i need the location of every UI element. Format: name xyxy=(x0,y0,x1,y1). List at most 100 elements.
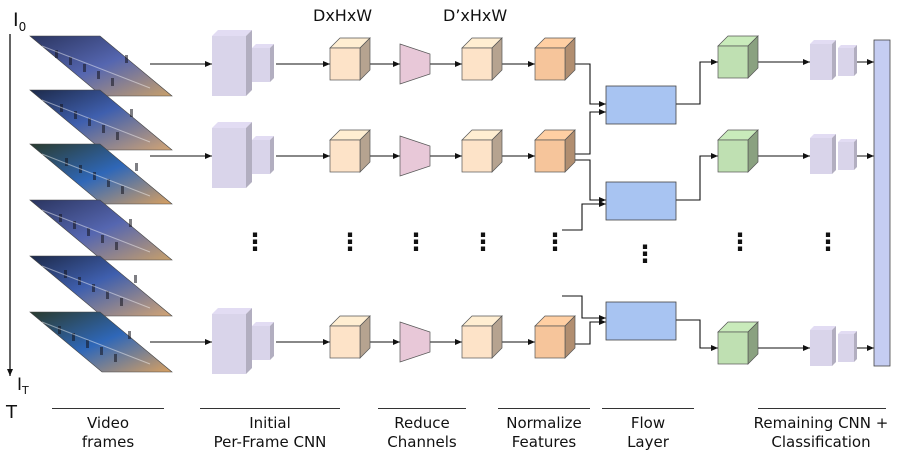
video-frame-image xyxy=(29,311,173,373)
stage-rule-flow xyxy=(602,408,694,409)
remaining-small-cnn-bottom-b-side xyxy=(854,331,857,362)
video-frame-court-line xyxy=(41,45,151,89)
video-frame-image xyxy=(29,143,173,205)
video-frame-player-speck xyxy=(106,291,109,299)
stage-rule-cnn xyxy=(200,408,340,409)
video-frame-player-speck xyxy=(97,71,100,79)
stage-label-line2: Per-Frame CNN xyxy=(213,433,327,451)
video-frame-player-speck xyxy=(64,270,67,278)
video-frame-player-speck xyxy=(79,165,82,173)
reduced-feature-cube-bottom-front xyxy=(461,325,493,359)
header-dim-reduced: D’xHxW xyxy=(443,6,508,25)
remaining-small-cnn-top-a-side xyxy=(832,40,836,80)
stage-label-initial-cnn: Initial Per-Frame CNN xyxy=(192,414,348,452)
remaining-small-cnn-middle-b-top xyxy=(838,139,857,142)
time-end-label: IT xyxy=(17,375,29,397)
stage-label-line2: Classification xyxy=(771,433,871,451)
remaining-small-cnn-top-b-top xyxy=(838,45,857,48)
flow-to-remaining-top xyxy=(676,59,718,105)
ellipsis-dots: ⋮ xyxy=(728,228,752,256)
flow-layer-box-top xyxy=(605,85,677,125)
initial-cnn-block-bottom xyxy=(212,308,274,374)
video-frame-player-speck xyxy=(58,326,61,334)
time-start-label: I0 xyxy=(13,9,26,34)
video-frame-thumbnail xyxy=(29,143,173,205)
norm-bottom-to-flow-bottom xyxy=(570,319,606,345)
remaining-small-cnn-top-b-front xyxy=(838,48,854,76)
initial-cnn-block-top-small-front xyxy=(252,48,270,82)
video-frame-player-speck xyxy=(134,275,137,283)
stage-label-line1: Video xyxy=(86,414,130,432)
initial-cnn-block-bottom-slab-front xyxy=(212,314,246,374)
remaining-small-cnn-bottom-a-side xyxy=(832,326,836,366)
feature-cube-top xyxy=(329,37,371,81)
classification-bar xyxy=(873,39,891,367)
ellipsis-dots: ⋮ xyxy=(338,228,362,256)
incoming-to-flow-bottom xyxy=(562,295,606,321)
normalized-feature-cube-top-front xyxy=(534,47,566,81)
normalized-feature-cube-bottom xyxy=(534,315,576,359)
remaining-cnn-cube-bottom-front xyxy=(717,331,749,365)
video-frame-thumbnail xyxy=(29,199,173,261)
stage-label-flow-layer: Flow Layer xyxy=(602,414,694,452)
stage-rule-remaining xyxy=(758,408,886,409)
normalized-feature-cube-middle-front xyxy=(534,139,566,173)
ellipsis-dots: ⋮ xyxy=(471,228,495,256)
stage-rule-normalize xyxy=(498,408,590,409)
remaining-small-cnn-middle-b-front xyxy=(838,142,854,170)
reduce-channels-trapezoid-middle xyxy=(399,135,431,177)
video-frame-player-speck xyxy=(60,104,63,112)
video-frame-player-speck xyxy=(92,284,95,292)
reduced-feature-cube-top xyxy=(461,37,503,81)
video-frame-player-speck xyxy=(120,298,123,306)
video-frame-image xyxy=(29,89,173,151)
video-frame-image xyxy=(29,199,173,261)
remaining-small-cnn-top xyxy=(810,40,857,80)
remaining-cnn-cube-top-front xyxy=(717,45,749,79)
incoming-to-flow-mid xyxy=(562,201,606,231)
remaining-small-cnn-bottom xyxy=(810,326,857,366)
ellipsis-dots: ⋮ xyxy=(404,228,428,256)
remaining-small-cnn-middle-a-top xyxy=(810,134,836,138)
initial-cnn-block-middle-slab-side xyxy=(246,122,252,188)
stage-label-line1: Initial xyxy=(249,414,291,432)
initial-cnn-block-middle-small-top xyxy=(252,136,274,140)
norm-mid-to-flow-mid xyxy=(570,159,606,203)
feature-cube-bottom xyxy=(329,315,371,359)
ellipsis-dots: ⋮ xyxy=(816,228,840,256)
video-frame-court-line xyxy=(41,321,151,365)
video-frame-court-line xyxy=(41,265,151,309)
flow-layer-box-middle xyxy=(605,181,677,221)
stage-label-video-frames: Video frames xyxy=(52,414,164,452)
initial-cnn-block-top-slab-side xyxy=(246,30,252,96)
feature-cube-top-front xyxy=(329,47,361,81)
video-frame-player-speck xyxy=(88,118,91,126)
remaining-small-cnn-bottom-a-top xyxy=(810,326,836,330)
ellipsis-dots: ⋮ xyxy=(243,228,267,256)
video-frame-player-speck xyxy=(107,179,110,187)
video-frame-image xyxy=(29,35,173,97)
video-frame-player-speck xyxy=(130,109,133,117)
header-dim-in: DxHxW xyxy=(313,6,373,25)
connector-lines xyxy=(150,59,874,351)
video-frame-player-speck xyxy=(135,163,138,171)
feature-cube-middle xyxy=(329,129,371,173)
video-frame-player-speck xyxy=(116,132,119,140)
normalized-feature-cube-top xyxy=(534,37,576,81)
video-frame-player-speck xyxy=(73,221,76,229)
video-frame-thumbnail xyxy=(29,89,173,151)
video-frame-player-speck xyxy=(69,57,72,65)
initial-cnn-block-middle-small-front xyxy=(252,140,270,174)
remaining-small-cnn-top-a-top xyxy=(810,40,836,44)
video-frame-player-speck xyxy=(93,172,96,180)
norm-mid-to-flow-top xyxy=(570,109,606,155)
normalized-feature-cube-middle xyxy=(534,129,576,173)
video-frame-player-speck xyxy=(121,186,124,194)
video-frame-court-line xyxy=(41,99,151,143)
video-frame-player-speck xyxy=(114,354,117,362)
stage-label-line1: Flow xyxy=(630,414,666,432)
video-frame-player-speck xyxy=(129,219,132,227)
video-frame-player-speck xyxy=(101,235,104,243)
